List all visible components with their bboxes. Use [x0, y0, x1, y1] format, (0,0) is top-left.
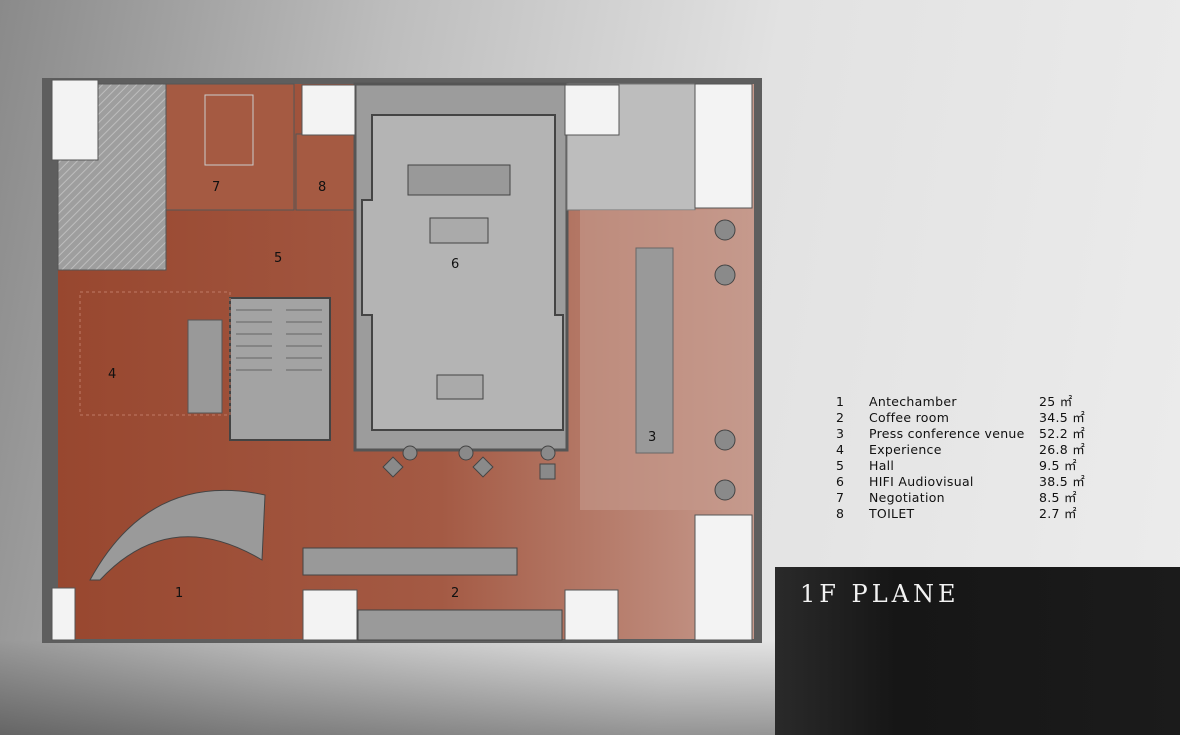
- legend-name: Antechamber: [869, 394, 957, 409]
- legend-row: 1 Antechamber 25 ㎡: [836, 394, 1099, 410]
- legend-num: 3: [836, 426, 845, 441]
- back-counter: [357, 609, 563, 641]
- table: [429, 217, 489, 244]
- shadow: [0, 640, 775, 735]
- sofa: [407, 164, 511, 196]
- room-number-2: 2: [451, 586, 459, 601]
- console: [436, 374, 484, 400]
- legend-area: 52.2 ㎡: [1039, 426, 1086, 441]
- legend-name: Negotiation: [869, 490, 945, 505]
- legend-row: 5 Hall 9.5 ㎡: [836, 458, 1099, 474]
- room-number-5: 5: [274, 251, 282, 266]
- room-legend: 1 Antechamber 25 ㎡ 2 Coffee room 34.5 ㎡ 3 Pre…: [836, 394, 1099, 522]
- room-toilet: [295, 133, 355, 211]
- legend-area: 38.5 ㎡: [1039, 474, 1086, 489]
- legend-name: Coffee room: [869, 410, 950, 425]
- room-number-4: 4: [108, 367, 116, 382]
- legend-name: Hall: [869, 458, 895, 473]
- legend-num: 4: [836, 442, 845, 457]
- legend-area: 2.7 ㎡: [1039, 506, 1077, 521]
- experience-zone: [79, 291, 231, 416]
- legend-num: 2: [836, 410, 845, 425]
- room-number-3: 3: [648, 430, 656, 445]
- room-number-6: 6: [451, 257, 459, 272]
- legend-row: 4 Experience 26.8 ㎡: [836, 442, 1099, 458]
- room-number-8: 8: [318, 180, 326, 195]
- columns: [51, 79, 753, 641]
- room-number-7: 7: [212, 180, 220, 195]
- legend-row: 6 HIFI Audiovisual 38.5 ㎡: [836, 474, 1099, 490]
- plan-title: 1F PLANE: [800, 580, 960, 608]
- legend-area: 26.8 ㎡: [1039, 442, 1086, 457]
- legend-num: 6: [836, 474, 845, 489]
- legend-area: 25 ㎡: [1039, 394, 1073, 409]
- legend-row: 2 Coffee room 34.5 ㎡: [836, 410, 1099, 426]
- room-number-1: 1: [175, 586, 183, 601]
- legend-area: 34.5 ㎡: [1039, 410, 1086, 425]
- display-unit: [187, 319, 223, 414]
- legend-row: 7 Negotiation 8.5 ㎡: [836, 490, 1099, 506]
- legend-num: 1: [836, 394, 845, 409]
- legend-area: 9.5 ㎡: [1039, 458, 1077, 473]
- reception-desk: [89, 489, 266, 581]
- legend-num: 5: [836, 458, 845, 473]
- stairs: [229, 297, 331, 441]
- title-band: [775, 567, 1180, 735]
- meeting-table: [204, 94, 254, 166]
- legend-name: Press conference venue: [869, 426, 1025, 441]
- bar-counter: [302, 547, 518, 576]
- legend-row: 3 Press conference venue 52.2 ㎡: [836, 426, 1099, 442]
- legend-area: 8.5 ㎡: [1039, 490, 1077, 505]
- legend-name: Experience: [869, 442, 942, 457]
- legend-num: 8: [836, 506, 845, 521]
- conference-table: [635, 247, 674, 454]
- legend-name: TOILET: [869, 506, 915, 521]
- legend-num: 7: [836, 490, 845, 505]
- legend-row: 8 TOILET 2.7 ㎡: [836, 506, 1099, 522]
- room-negotiation: [165, 83, 295, 211]
- legend-name: HIFI Audiovisual: [869, 474, 974, 489]
